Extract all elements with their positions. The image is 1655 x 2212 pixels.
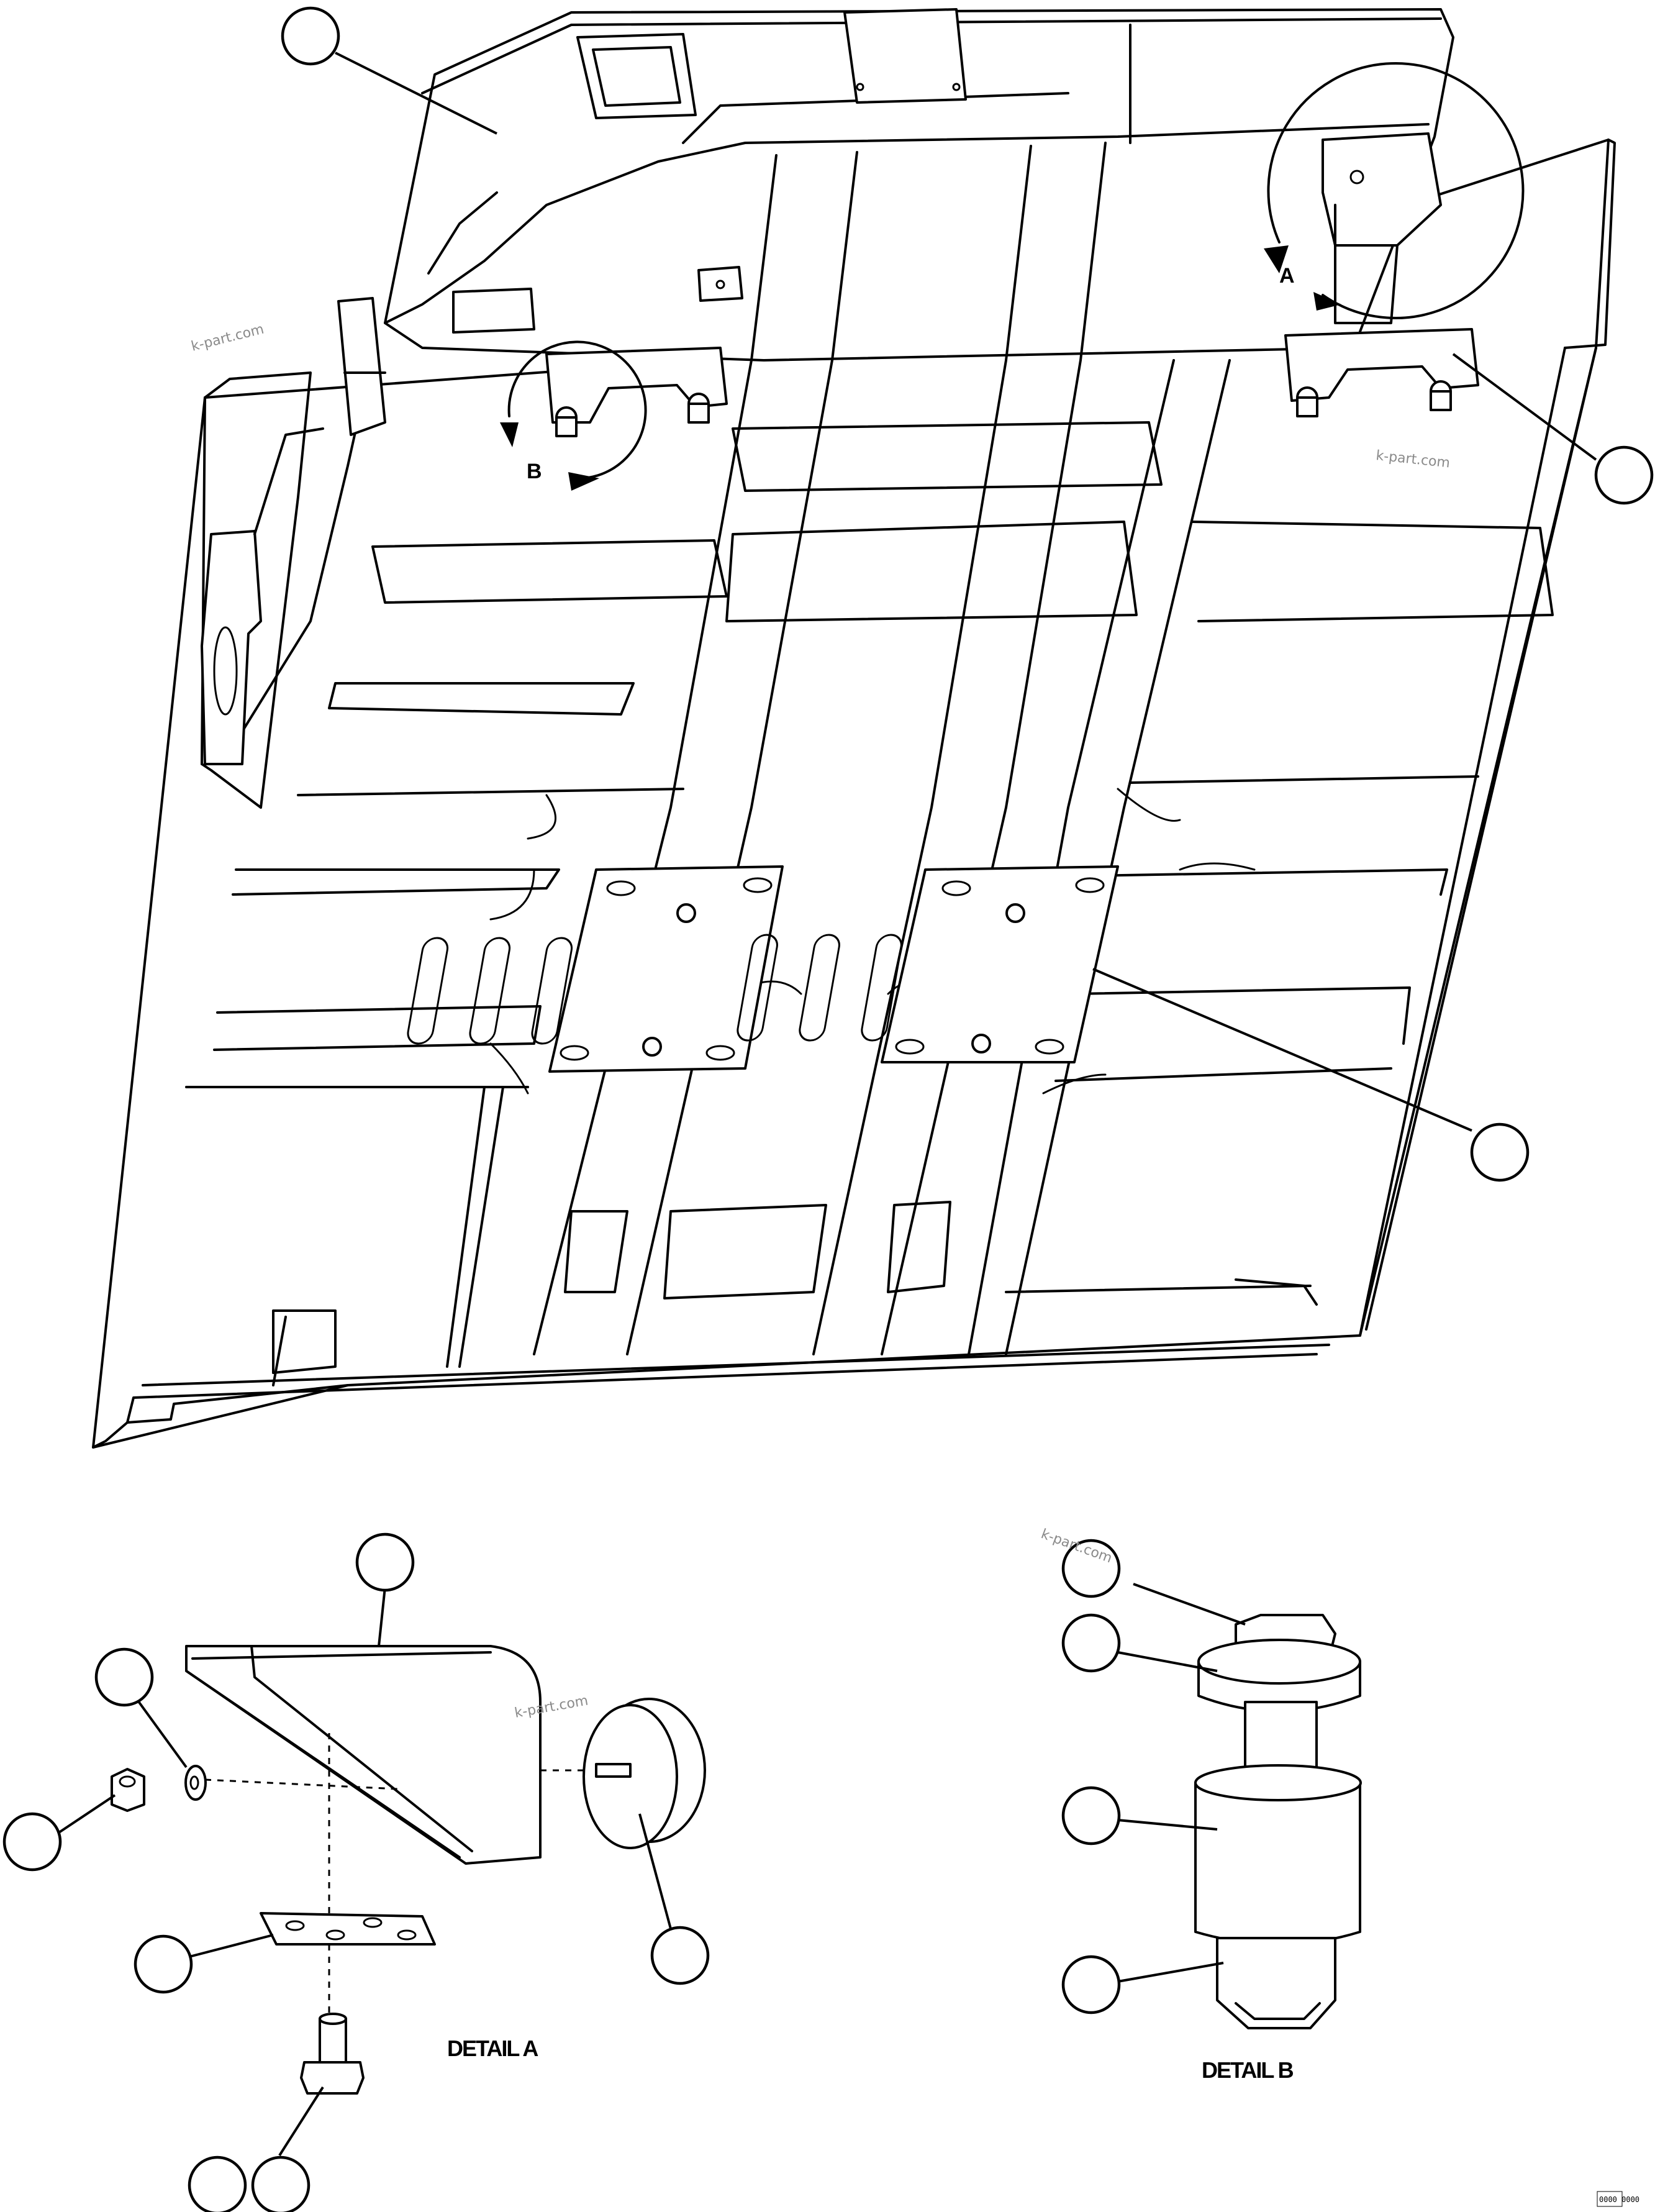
isolator-plate-left: [407, 865, 784, 1073]
balloon-detail-a-isolator: [650, 1926, 710, 1985]
detail-a-letter: A: [1279, 264, 1295, 288]
detail-b-marker: B: [500, 340, 647, 491]
detail-b-letter: B: [527, 460, 542, 483]
balloon-isolator-plate: [1470, 1122, 1530, 1182]
watermark-2: k-part.com: [1375, 448, 1451, 471]
balloon-detail-a-bolt-1: [188, 2155, 247, 2212]
detail-b: DETAIL B: [1061, 1539, 1362, 2083]
balloon-detail-a-washer: [94, 1647, 154, 1707]
balloon-detail-a-nut: [2, 1812, 62, 1872]
balloon-detail-b-isolator: [1061, 1786, 1121, 1846]
detail-b-caption: DETAIL B: [1202, 2057, 1294, 2083]
corner-code: 0000 0000: [1599, 2195, 1639, 2204]
detail-a-marker: A: [1264, 61, 1525, 319]
balloon-detail-a-bolt-2: [251, 2155, 311, 2212]
isolator-plate-right: [737, 865, 1119, 1063]
balloon-detail-b-washer: [1061, 1613, 1121, 1673]
balloon-detail-b-nut: [1061, 1955, 1121, 2014]
corner-code-box: [1597, 2191, 1623, 2207]
balloon-detail-a-bracket: [355, 1532, 415, 1592]
main-balloons: [281, 6, 1654, 1182]
balloon-detail-b-bolt: [1061, 1539, 1121, 1598]
balloon-detail-a-plate: [134, 1934, 193, 1994]
detail-a-caption: DETAIL A: [447, 2036, 538, 2061]
balloon-frame: [281, 6, 340, 66]
balloon-mount-bracket: [1594, 445, 1654, 505]
detail-a: DETAIL A: [2, 1532, 710, 2212]
watermark-1: k-part.com: [189, 322, 265, 355]
frame-assembly: [92, 8, 1616, 1449]
